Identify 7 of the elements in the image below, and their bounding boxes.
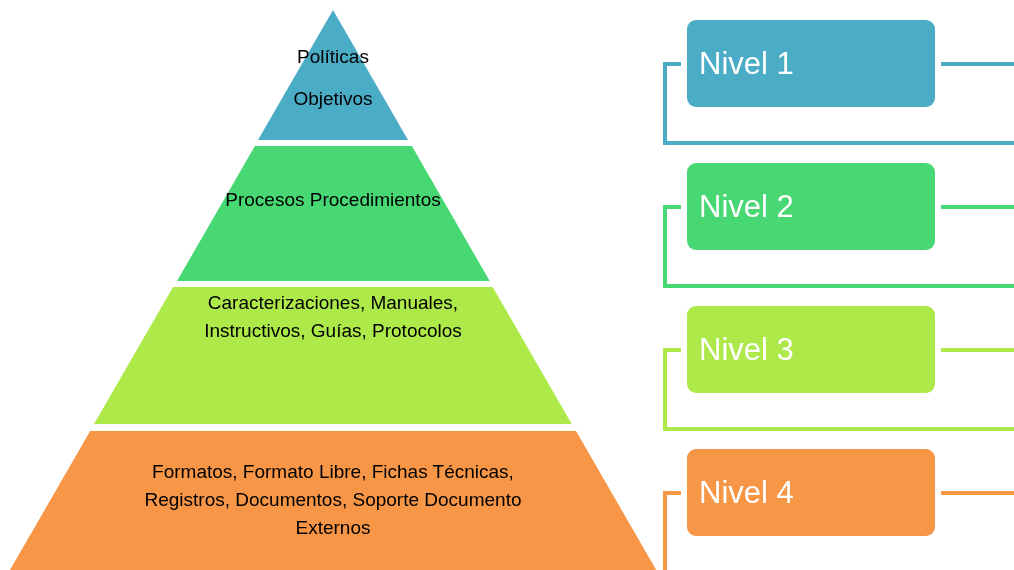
band-label: Formatos, Formato Libre, Fichas Técnicas, Registros, Documentos, Soporte Documento Externos [143,460,523,540]
band-label: Procesos Procedimientos [224,188,442,212]
band-label: Caracterizaciones, Manuales, Instructivos, Guías, Protocolos [203,291,463,343]
level-box: Nivel 2 [687,163,935,250]
level-box: Nivel 4 [687,449,935,536]
level-box: Nivel 3 [687,306,935,393]
level-box: Nivel 1 [687,20,935,107]
